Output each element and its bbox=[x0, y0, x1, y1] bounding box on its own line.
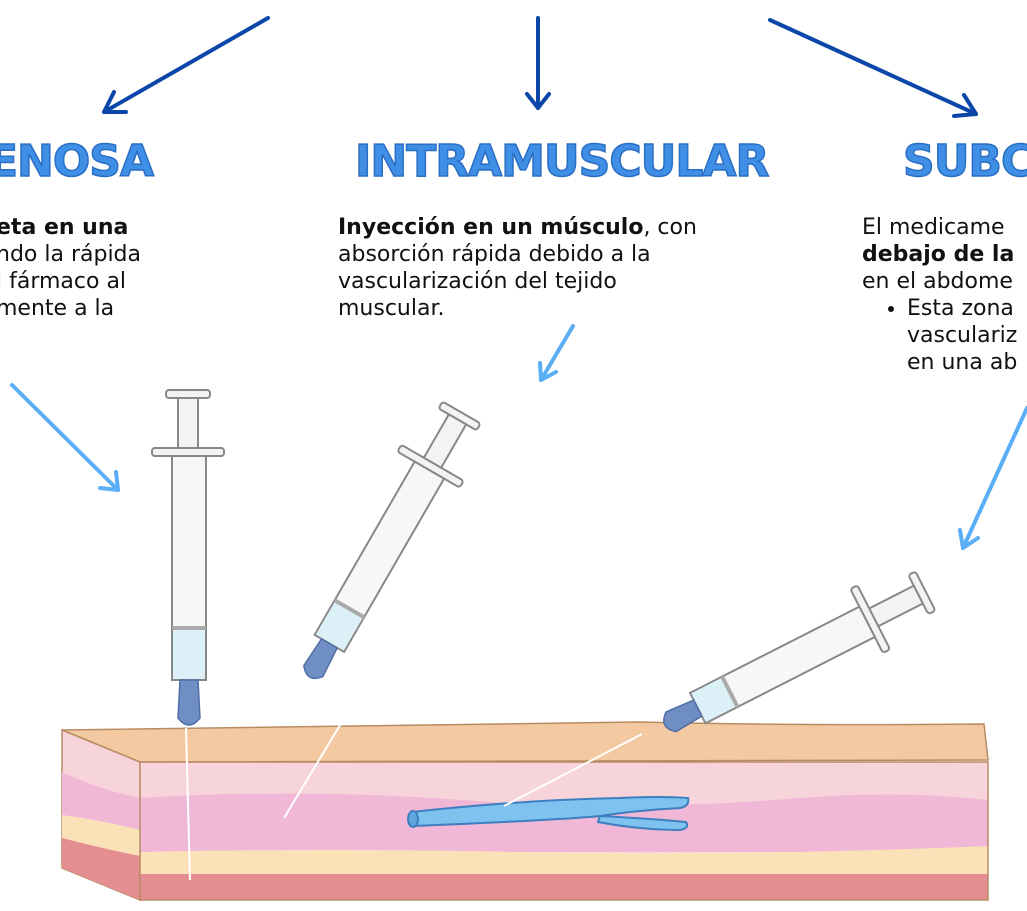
arrow-left-dark bbox=[102, 16, 270, 114]
desc-right-line3: en el abdome bbox=[862, 269, 1013, 294]
desc-right-bullet-line2: vasculariz bbox=[907, 323, 1018, 348]
skin-block bbox=[61, 691, 989, 902]
fat-layer bbox=[140, 846, 988, 874]
vein-icon bbox=[407, 796, 690, 832]
desc-mid-line1-rest: , con bbox=[643, 215, 697, 240]
arrow-right-dark bbox=[768, 18, 978, 118]
description-subcutanea: El medicame debajo de la en el abdome Es… bbox=[862, 214, 1017, 376]
description-intramuscular: Inyección en un músculo, con absorción r… bbox=[338, 214, 697, 322]
needle-iv bbox=[185, 727, 191, 881]
desc-right-bullet-line3: en una ab bbox=[907, 350, 1018, 375]
arrow-mid-dark bbox=[525, 16, 551, 110]
bone-layer bbox=[140, 874, 988, 900]
top-arrows bbox=[102, 16, 978, 118]
heading-intravenosa: ENOSA bbox=[0, 136, 155, 187]
desc-left-line2: ndo la rápida bbox=[0, 242, 141, 267]
desc-right-bullet: Esta zona vasculariz en una ab bbox=[907, 295, 1017, 376]
desc-left-line1: eta en una bbox=[0, 215, 129, 240]
muscle-layer bbox=[140, 793, 988, 852]
desc-left-line3: l fármaco al bbox=[0, 269, 127, 294]
arrow-right-light bbox=[958, 406, 1027, 550]
desc-mid-line2: absorción rápida debido a la bbox=[338, 242, 651, 267]
heading-subcutanea: SUBCU bbox=[902, 136, 1027, 187]
desc-mid-line4: muscular. bbox=[338, 296, 445, 321]
syringe-icon bbox=[663, 571, 936, 733]
arrow-left-light bbox=[10, 383, 120, 492]
desc-right-bullets: Esta zona vasculariz en una ab bbox=[862, 295, 1017, 376]
desc-right-bullet-line1: Esta zona bbox=[907, 296, 1014, 321]
desc-mid-line3: vascularización del tejido bbox=[338, 269, 617, 294]
syringe-icon bbox=[151, 389, 225, 726]
light-arrows bbox=[10, 324, 1027, 550]
desc-mid-bold: Inyección en un músculo bbox=[338, 215, 644, 240]
needle-im bbox=[283, 691, 361, 819]
desc-right-line1: El medicame bbox=[862, 215, 1005, 240]
description-intravenosa: eta en una ndo la rápida l fármaco al me… bbox=[0, 214, 141, 322]
desc-right-line2: debajo de la bbox=[862, 242, 1015, 267]
arrow-mid-light bbox=[538, 324, 575, 382]
syringe-icon bbox=[303, 401, 481, 680]
needle-sc bbox=[503, 733, 643, 807]
skin-top-face bbox=[61, 721, 989, 763]
desc-left-line4: mente a la bbox=[0, 296, 115, 321]
heading-intramuscular: INTRAMUSCULAR bbox=[354, 136, 770, 187]
